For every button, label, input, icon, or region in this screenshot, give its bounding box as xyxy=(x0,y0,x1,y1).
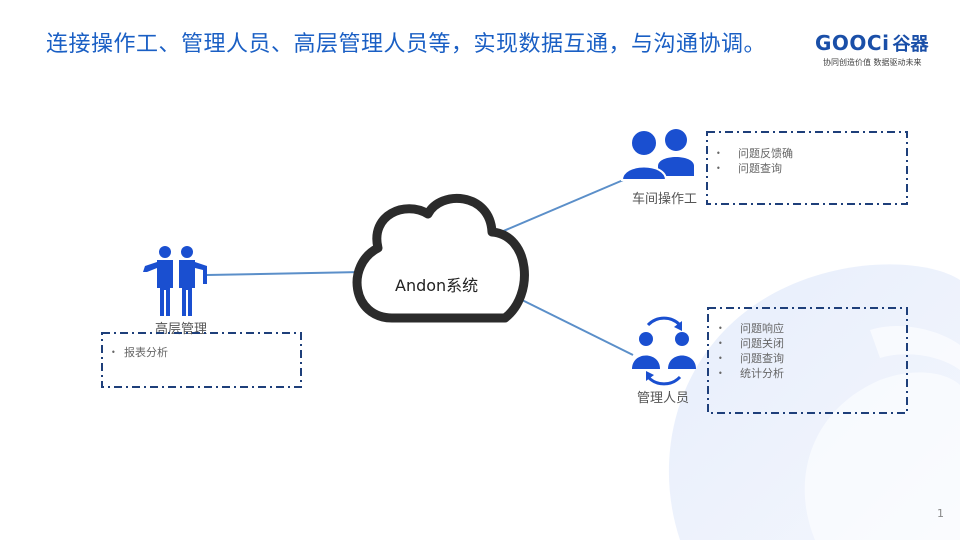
page-title: 连接操作工、管理人员、高层管理人员等，实现数据互通，与沟通协调。 xyxy=(46,32,767,57)
manager-functions-box xyxy=(707,307,908,414)
executive-functions-list: 报表分析 xyxy=(103,345,293,360)
list-item: 统计分析 xyxy=(710,366,900,381)
operator-functions-list: 问题反馈确 问题查询 xyxy=(708,146,898,176)
operators-icon xyxy=(620,129,694,181)
connector-manager xyxy=(515,296,634,356)
manager-functions-list: 问题响应 问题关闭 问题查询 统计分析 xyxy=(710,321,900,381)
operator-functions-box xyxy=(706,131,908,205)
executives-icon xyxy=(143,246,207,316)
logo-text: GOOCi xyxy=(815,31,890,55)
page-number: 1 xyxy=(937,507,944,520)
executive-functions-box xyxy=(101,332,302,388)
connector-operator xyxy=(486,177,629,239)
cloud-shape xyxy=(352,194,529,323)
list-item: 问题关闭 xyxy=(710,336,900,351)
logo-chinese: 谷器 xyxy=(892,34,929,55)
list-item: 问题响应 xyxy=(710,321,900,336)
list-item: 问题查询 xyxy=(708,161,898,176)
managers-icon xyxy=(632,316,696,386)
cloud-label: Andon系统 xyxy=(395,276,479,295)
list-item: 报表分析 xyxy=(103,345,293,360)
label-manager: 管理人员 xyxy=(637,391,690,406)
label-operator: 车间操作工 xyxy=(632,192,698,207)
connector-executive xyxy=(206,271,363,276)
logo-slogan: 协同创造价值 数据驱动未来 xyxy=(823,58,922,67)
list-item: 问题查询 xyxy=(710,351,900,366)
list-item: 问题反馈确 xyxy=(708,146,898,161)
